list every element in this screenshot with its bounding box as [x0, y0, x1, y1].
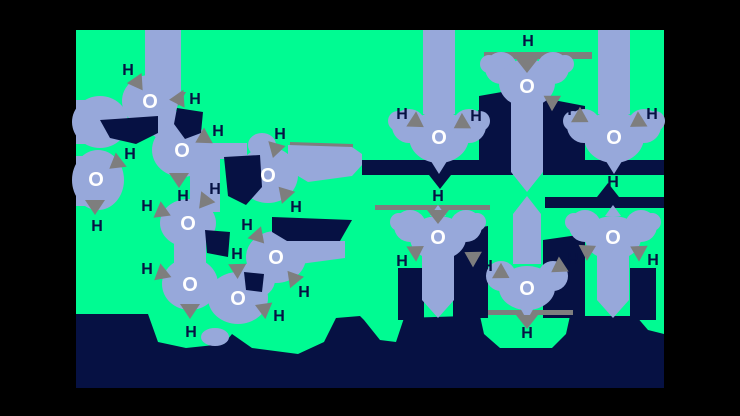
hydrogen-label-w14-2: H: [567, 251, 579, 268]
left-upper-bond-diamond: [429, 175, 451, 189]
right-lower-bond-bar: [545, 197, 664, 208]
ice-lattice-shadows: [398, 90, 656, 320]
hydrogen-label-w7-1: H: [185, 324, 197, 341]
bond-wedge-w14-2: [578, 244, 596, 261]
oxygen-label-w2: O: [174, 140, 190, 162]
bond-wedge-w11-1: [571, 106, 589, 123]
hydrogen-label-w6-1: H: [298, 284, 310, 301]
bond-wedge-w13-1: [551, 256, 569, 273]
liquid-shadow-islands: [100, 108, 352, 292]
bond-wedge-w7-0: [154, 263, 172, 281]
w7-down-bond-diamond: [180, 304, 200, 319]
bond-wedge-w12-1: [406, 246, 424, 262]
oxygen-label-w4: O: [260, 165, 276, 187]
bond-wedge-w4-0: [268, 141, 286, 158]
hydrogen-label-w4-1: H: [290, 199, 302, 216]
hydrogen-label-w14-1: H: [647, 252, 659, 269]
hydrogen-label-w7-0: H: [141, 261, 153, 278]
bond-wedge-w2-0: [195, 127, 213, 144]
left-lower-bond-bar: [375, 205, 490, 210]
bond-wedge-w1-0: [126, 73, 143, 91]
oxygen-label-w12: O: [430, 227, 446, 249]
oxygen-label-w9: O: [519, 76, 535, 98]
hydrogen-label-w14-0: H: [607, 174, 619, 191]
oxygen-label-w1: O: [142, 91, 158, 113]
hydrogen-label-w4-0: H: [274, 126, 286, 143]
bond-wedge-w1-1: [169, 89, 185, 108]
hydrogen-label-w2-1: H: [177, 188, 189, 205]
w3-down-bond-diamond: [85, 200, 105, 215]
bottom-shadow-band: [76, 314, 664, 388]
w2-down-bond-diamond: [169, 173, 189, 188]
hydrogen-label-w9-1: H: [560, 102, 572, 119]
hydrogen-label-w12-1: H: [396, 253, 408, 270]
top-center-bond-bar: [484, 52, 592, 59]
hydrogen-label-w8-1: H: [273, 308, 285, 325]
hydrogen-label-w13-0: H: [481, 258, 493, 275]
bond-wedges: [109, 73, 648, 320]
oxygen-label-w3: O: [88, 169, 104, 191]
hydrogen-label-w6-0: H: [241, 217, 253, 234]
oxygen-label-w5: O: [180, 213, 196, 235]
bond-wedge-w6-0: [247, 226, 265, 244]
oxygen-label-w13: O: [519, 278, 535, 300]
hydrogen-label-w3-0: H: [124, 146, 136, 163]
right-lower-bond-diamond: [597, 183, 619, 197]
bond-wedge-w9-1: [543, 95, 562, 112]
hydrogen-label-w8-0: H: [231, 246, 243, 263]
oxygen-label-w8: O: [230, 288, 246, 310]
bond-wedge-w5-0: [153, 201, 171, 218]
bond-wedge-w8-1: [255, 302, 273, 320]
bond-wedge-w14-1: [630, 245, 648, 262]
hydrogen-label-w9-0: H: [522, 33, 534, 50]
hydrogen-label-w5-0: H: [141, 198, 153, 215]
bond-wedge-w10-0: [406, 111, 424, 128]
oxygen-label-w7: O: [182, 274, 198, 296]
bond-wedge-w3-0: [109, 152, 127, 169]
hydrogen-label-w10-0: H: [396, 106, 408, 123]
oxygen-label-w11: O: [606, 127, 622, 149]
bond-wedge-w5-1: [199, 191, 216, 209]
left-lower-bond-diamond: [427, 210, 449, 224]
top-center-bond-diamond: [516, 59, 538, 73]
bond-wedge-w11-0: [630, 111, 648, 127]
oxygen-label-w6: O: [268, 247, 284, 269]
oxygen-label-w14: O: [605, 227, 621, 249]
hydrogen-label-w1-1: H: [189, 91, 201, 108]
hydrogen-label-w5-1: H: [209, 181, 221, 198]
bottom-center-bond-diamond: [516, 315, 538, 329]
hydrogen-label-w1-0: H: [122, 62, 134, 79]
bond-wedge-w10-1: [453, 112, 472, 129]
right-upper-bond-bar: [543, 160, 664, 175]
hydrogen-label-w13-2: H: [521, 325, 533, 342]
hydrogen-label-w12-0: H: [432, 188, 444, 205]
oxygen-label-w10: O: [431, 127, 447, 149]
bond-wedge-w8-0: [228, 263, 247, 279]
bond-wedge-w4-1: [278, 186, 296, 204]
ice-molecule-blobs: [388, 30, 665, 320]
bond-wedge-w6-1: [287, 270, 304, 289]
hydrogen-label-w11-0: H: [646, 106, 658, 123]
hydrogen-label-w10-1: H: [470, 108, 482, 125]
hydrogen-label-w2-0: H: [212, 123, 224, 140]
hydrogen-label-w3-1: H: [91, 218, 103, 235]
bond-diamonds: [85, 59, 619, 329]
bond-wedge-w12-2: [464, 251, 482, 268]
bond-wedge-w13-0: [492, 262, 510, 279]
